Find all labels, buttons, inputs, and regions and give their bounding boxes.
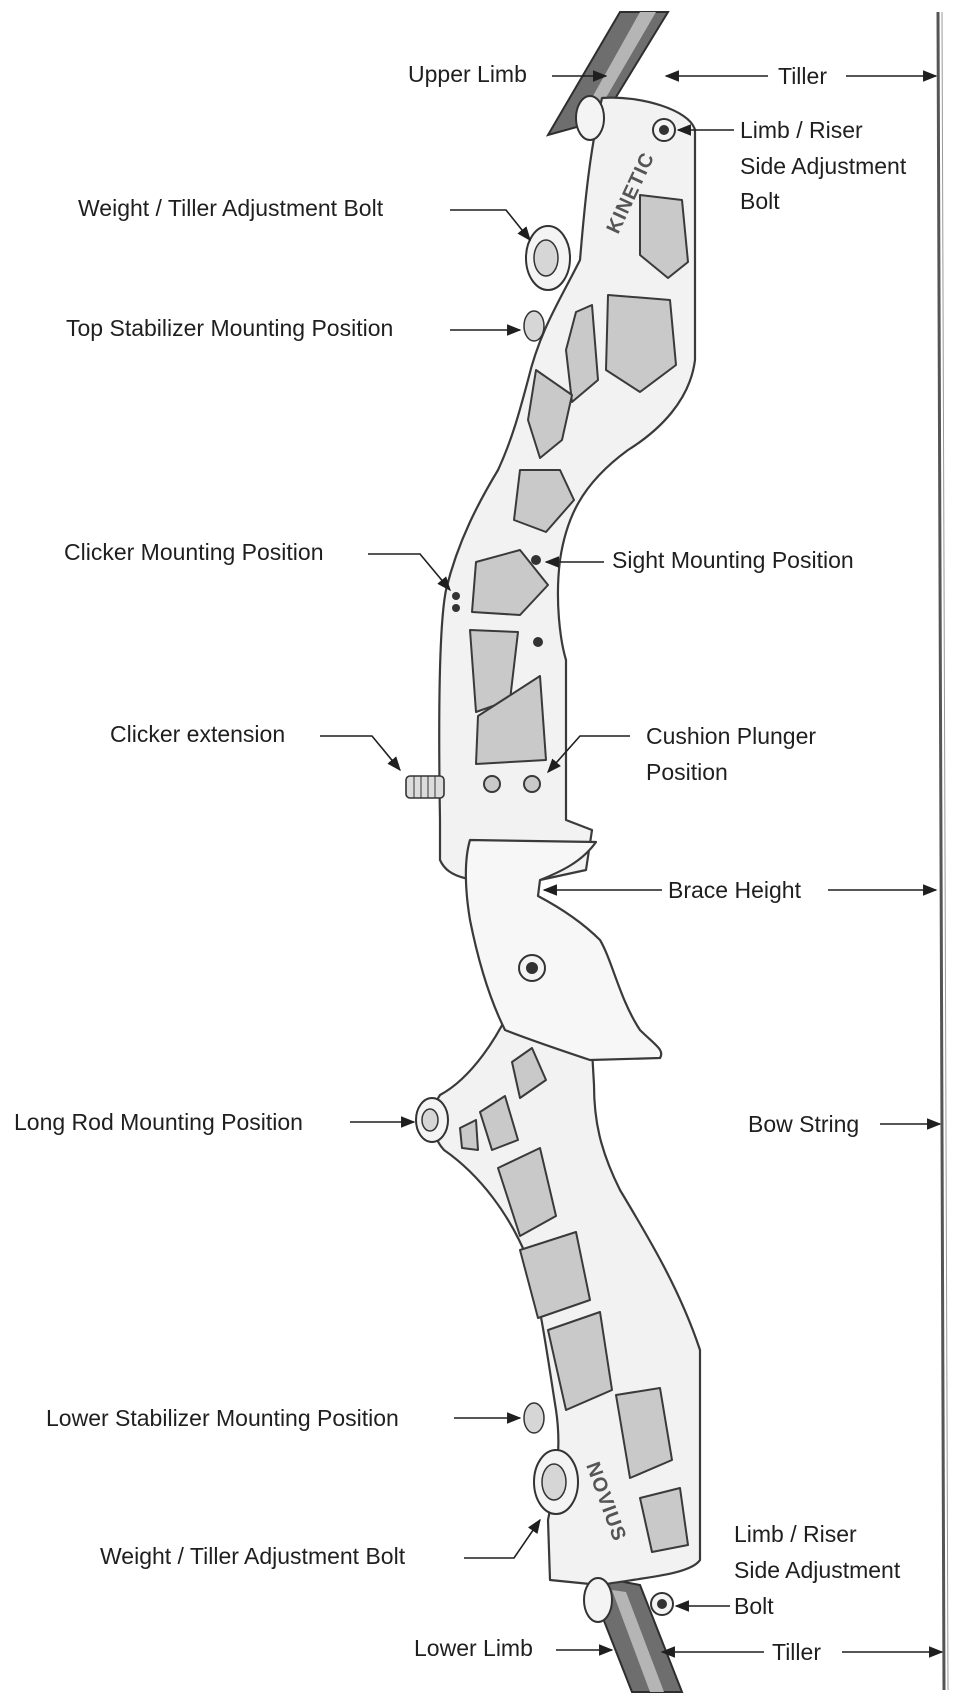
- riser-cutouts-lower: [459, 1047, 689, 1553]
- leader-weight-tiller-bottom: [464, 1518, 541, 1559]
- label-top-stabilizer: Top Stabilizer Mounting Position: [66, 315, 393, 341]
- label-weight-tiller-top: Weight / Tiller Adjustment Bolt: [78, 195, 384, 221]
- grip: [464, 838, 663, 1062]
- leader-clicker-mounting: [368, 553, 451, 592]
- label-limb-riser-bottom-3: Bolt: [734, 1593, 774, 1619]
- label-limb-riser-top-1: Limb / Riser: [740, 117, 863, 143]
- label-cushion-plunger-1: Cushion Plunger: [646, 723, 816, 749]
- long-rod-bushing: [415, 1097, 449, 1143]
- label-clicker-mounting: Clicker Mounting Position: [64, 539, 324, 565]
- limb-riser-side-bolt-bottom: [650, 1592, 674, 1616]
- label-limb-riser-top-2: Side Adjustment: [740, 153, 907, 179]
- label-upper-limb: Upper Limb: [408, 61, 527, 87]
- sight-holes: [531, 555, 543, 647]
- clicker-extension-rod: [405, 775, 445, 799]
- label-weight-tiller-bottom: Weight / Tiller Adjustment Bolt: [100, 1543, 406, 1569]
- weight-tiller-bolt-top: [525, 225, 571, 291]
- leader-cushion-plunger: [547, 735, 630, 774]
- label-long-rod: Long Rod Mounting Position: [14, 1109, 303, 1135]
- upper-limb-pocket: [575, 95, 605, 141]
- label-sight-mounting: Sight Mounting Position: [612, 547, 854, 573]
- label-limb-riser-bottom-1: Limb / Riser: [734, 1521, 857, 1547]
- label-bow-string: Bow String: [748, 1111, 859, 1137]
- grip-screw: [518, 954, 546, 982]
- label-brace-height: Brace Height: [668, 877, 802, 903]
- label-clicker-extension: Clicker extension: [110, 721, 285, 747]
- label-lower-stabilizer: Lower Stabilizer Mounting Position: [46, 1405, 399, 1431]
- lower-stabilizer-bushing: [523, 1402, 545, 1434]
- weight-tiller-bolt-bottom: [533, 1449, 579, 1515]
- label-cushion-plunger-2: Position: [646, 759, 728, 785]
- label-lower-limb: Lower Limb: [414, 1635, 533, 1661]
- label-tiller-top: Tiller: [778, 63, 827, 89]
- label-limb-riser-top-3: Bolt: [740, 188, 780, 214]
- label-tiller-bottom: Tiller: [772, 1639, 821, 1665]
- riser-cutouts-upper: [469, 194, 689, 793]
- leader-clicker-extension: [320, 735, 401, 772]
- leader-weight-tiller-top: [450, 209, 531, 242]
- limb-riser-side-bolt-top: [652, 118, 676, 142]
- lower-limb-pocket: [583, 1577, 613, 1623]
- bow-string: [936, 11, 949, 1691]
- label-limb-riser-bottom-2: Side Adjustment: [734, 1557, 901, 1583]
- top-stabilizer-bushing: [523, 310, 545, 342]
- clicker-holes: [452, 592, 460, 612]
